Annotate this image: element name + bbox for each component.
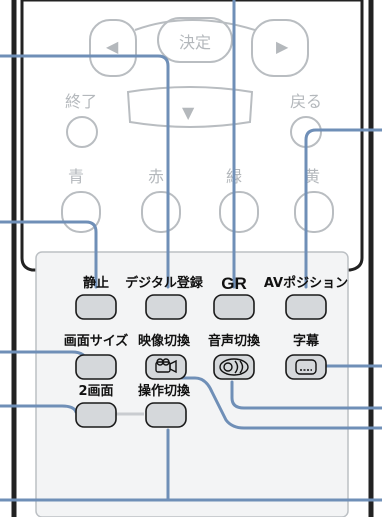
- down-arrow-icon: ▼: [182, 103, 195, 122]
- digital-record-button[interactable]: [145, 294, 187, 320]
- subtitles-button[interactable]: [285, 354, 327, 380]
- dual-screen-button[interactable]: [75, 402, 117, 428]
- still-label: 静止: [83, 275, 109, 291]
- callout-av-position: [304, 128, 382, 289]
- nav-pad-top-arc: [134, 19, 256, 31]
- camera-icon: [155, 358, 177, 374]
- lower-panel: [35, 251, 349, 517]
- video-switch-label: 映像切換: [138, 333, 191, 349]
- yellow-label: 黄: [304, 167, 320, 186]
- yellow-button[interactable]: [294, 191, 334, 233]
- left-arrow-button[interactable]: [89, 19, 137, 77]
- subtitles-label: 字幕: [293, 333, 320, 349]
- exit-label: 終了: [65, 92, 97, 111]
- red-button[interactable]: [141, 191, 181, 233]
- callout-operation-switch: [0, 428, 382, 502]
- audio-switch-label: 音声切換: [208, 333, 261, 349]
- enter-button[interactable]: [157, 17, 233, 63]
- enter-button-label: 決定: [179, 33, 211, 52]
- operation-switch-label: 操作切換: [138, 383, 191, 399]
- callout-audio-switch: [230, 380, 382, 410]
- remote-body: [20, 0, 364, 272]
- right-arrow-button[interactable]: [251, 19, 309, 77]
- av-position-label: AVポジション: [264, 275, 348, 291]
- callout-still: [0, 220, 98, 289]
- still-button[interactable]: [75, 294, 117, 320]
- gr-button[interactable]: [213, 294, 255, 320]
- speaker-icon: [219, 358, 249, 376]
- operation-switch-button[interactable]: [145, 402, 187, 428]
- gr-label: GR: [221, 274, 247, 293]
- screen-size-button[interactable]: [75, 354, 117, 380]
- caption-icon: [295, 359, 317, 375]
- left-arrow-icon: ◀: [106, 37, 119, 56]
- blue-button[interactable]: [61, 191, 101, 233]
- green-button[interactable]: [219, 191, 259, 233]
- dual-screen-label: 2画面: [78, 384, 113, 399]
- callout-video-switch: [176, 376, 382, 430]
- right-arrow-icon: ▶: [276, 37, 289, 56]
- av-position-button[interactable]: [285, 294, 327, 320]
- screen-size-label: 画面サイズ: [64, 333, 129, 349]
- callout-digital-record: [0, 54, 170, 289]
- blue-label: 青: [68, 167, 84, 186]
- digital-record-label: デジタル登録: [125, 275, 204, 291]
- back-label: 戻る: [290, 92, 322, 111]
- exit-button[interactable]: [66, 116, 98, 148]
- red-label: 赤: [148, 167, 164, 186]
